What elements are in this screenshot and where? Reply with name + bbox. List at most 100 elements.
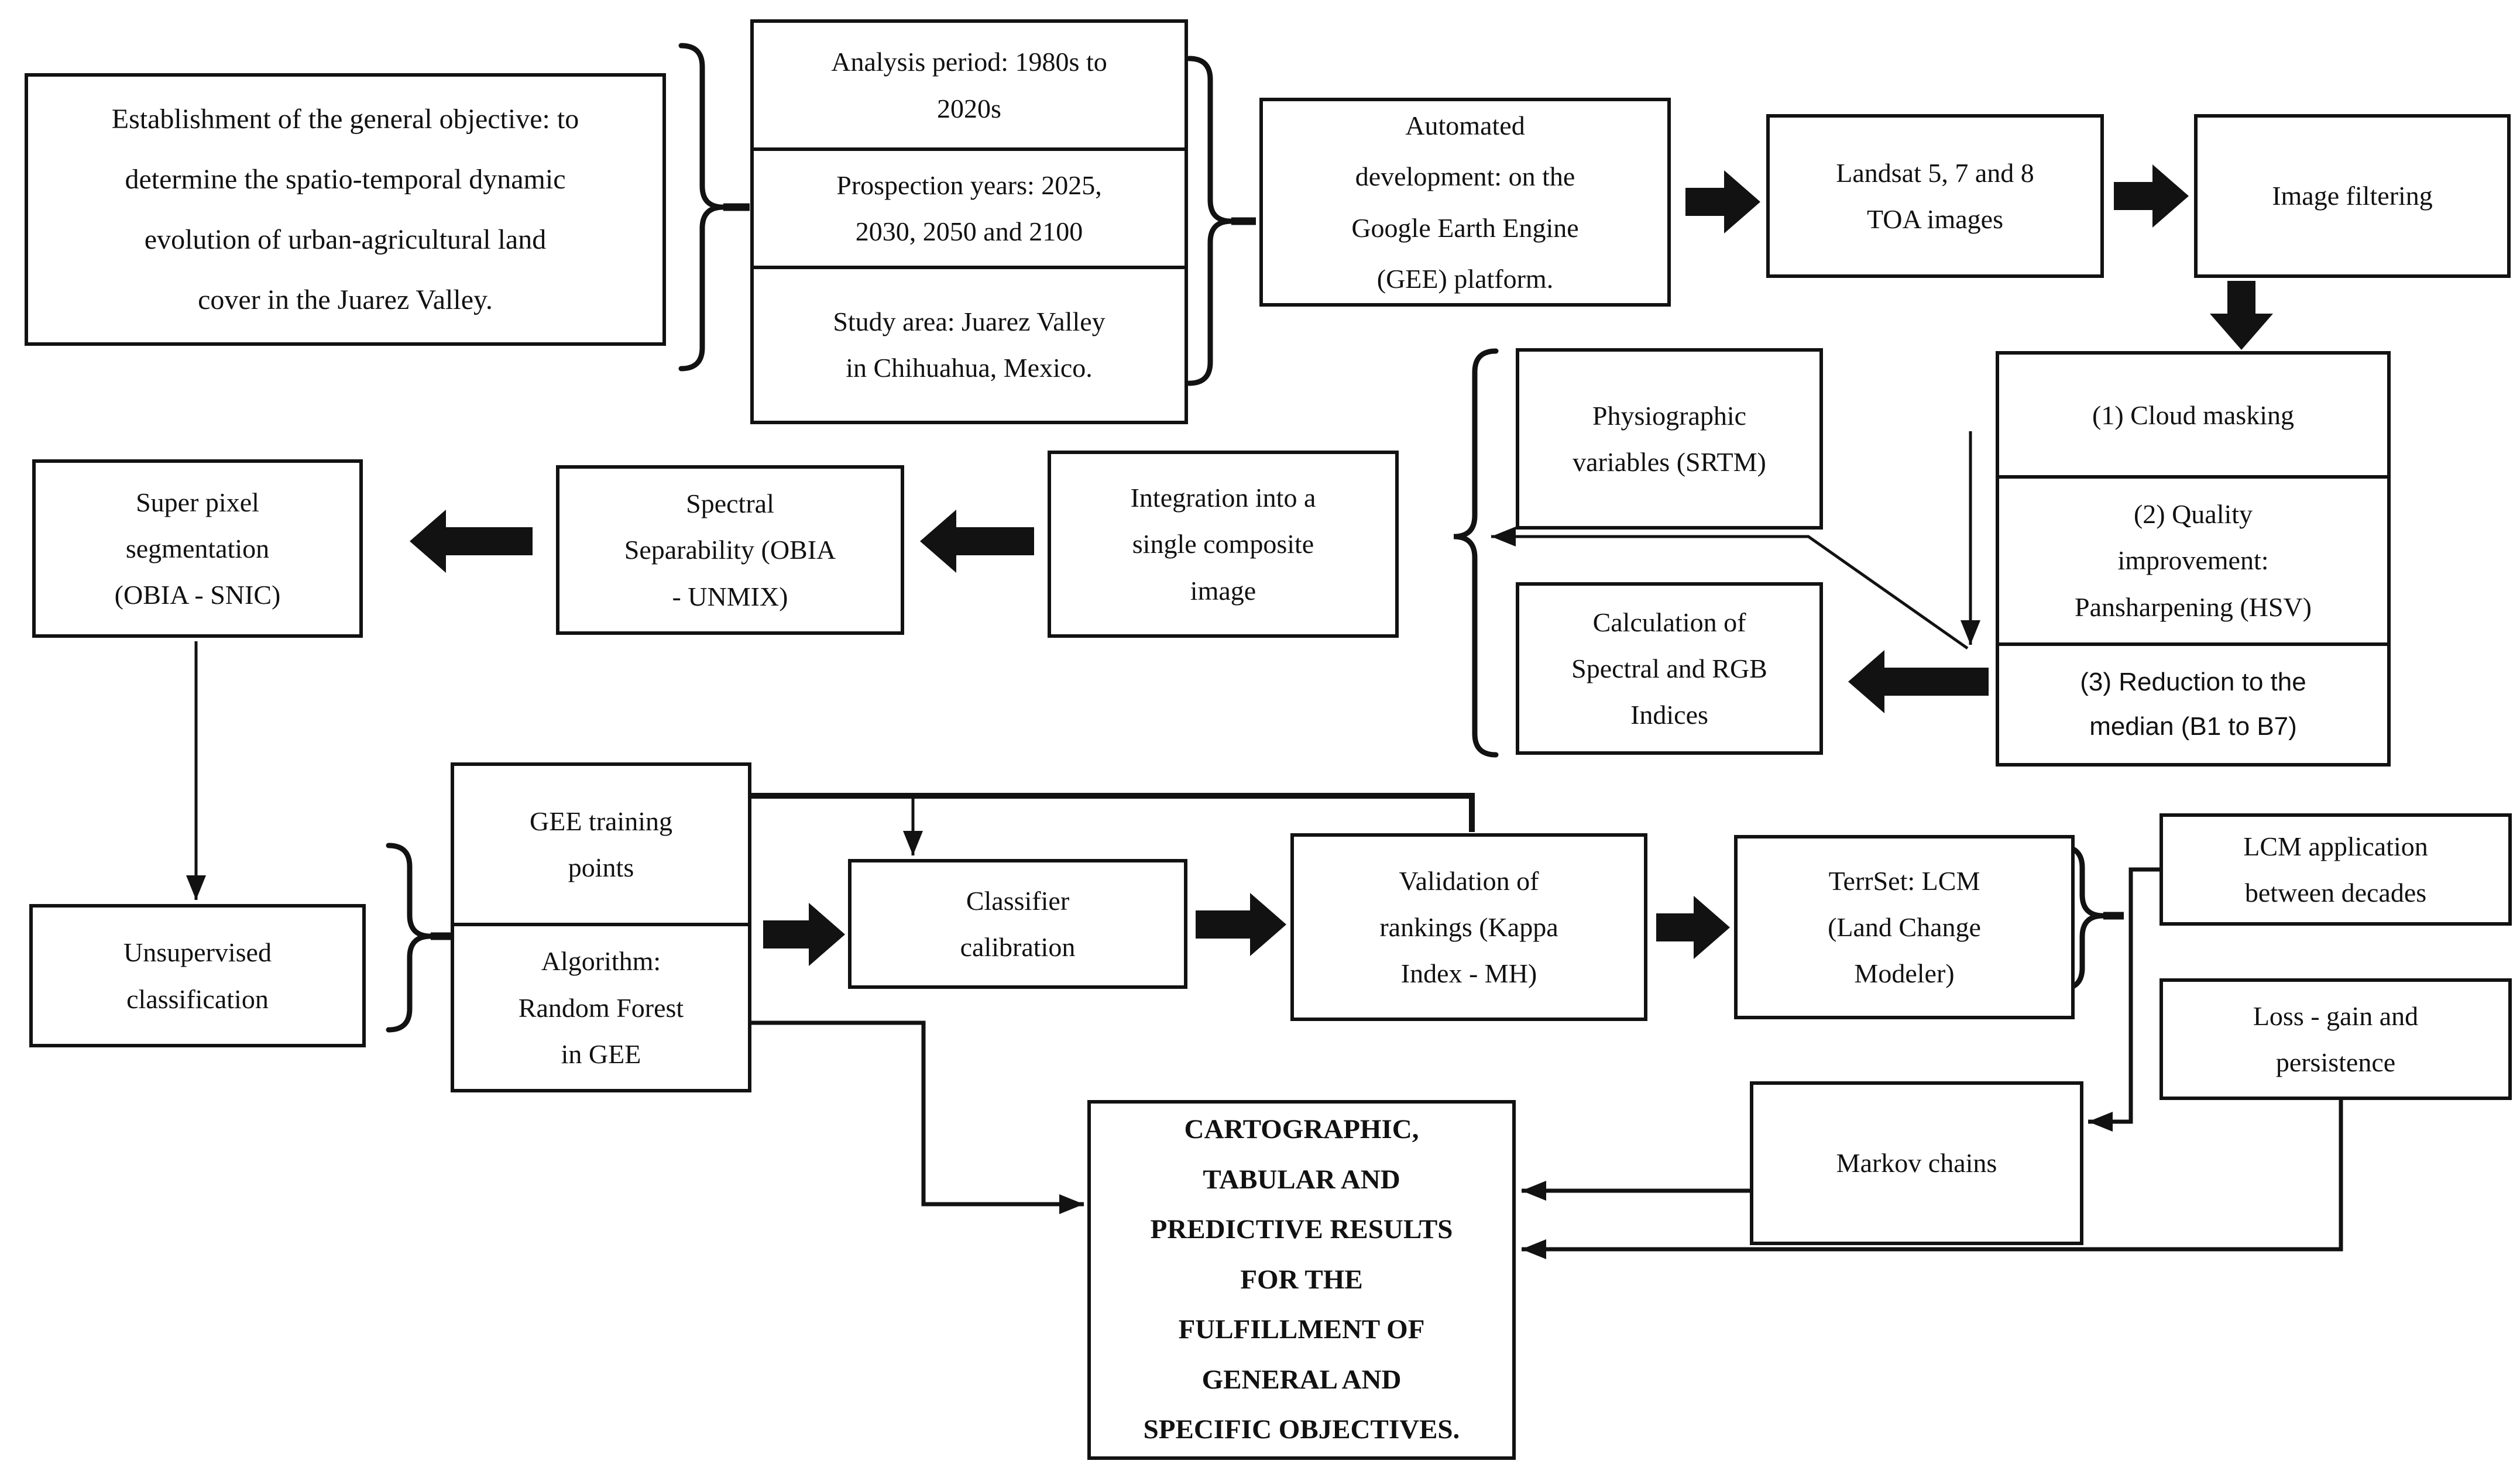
text-line: 2030, 2050 and 2100 <box>855 216 1083 246</box>
text-line: 2020s <box>937 93 1001 123</box>
preprocessing-stack-cell-1: (1) Cloud masking <box>1999 355 2387 475</box>
text-line: points <box>568 853 634 883</box>
arrow-spectral-to-superpixel <box>410 510 533 573</box>
arrow-validation-to-terrset <box>1656 896 1730 959</box>
text-line: rankings (Kappa <box>1379 912 1558 942</box>
arrow-training-to-calibration <box>763 903 845 966</box>
text-line: FOR THE <box>1240 1264 1363 1295</box>
loss-gain-box: Loss - gain and persistence <box>2159 978 2512 1100</box>
text-line: CARTOGRAPHIC, <box>1184 1114 1419 1145</box>
line-training-top-feed <box>751 793 1475 832</box>
text-line: Index - MH) <box>1400 958 1537 989</box>
line-preprocessing-down-feed-head <box>1961 620 1980 645</box>
brace-parameters-to-automated <box>1186 56 1232 386</box>
text-line: Spectral <box>686 489 774 519</box>
text-line: GEE training <box>530 806 672 836</box>
text-line: Markov chains <box>1836 1148 1997 1178</box>
line-algorithm-to-results <box>751 1020 1084 1207</box>
text-line: in GEE <box>561 1039 641 1069</box>
preprocessing-stack: (1) Cloud masking (2) Quality improvement:… <box>1996 351 2391 767</box>
text-line: - UNMIX) <box>672 581 788 611</box>
text-line: single composite <box>1132 529 1314 559</box>
objective-box: Establishment of the general objective: … <box>25 73 666 346</box>
text-line: (Land Change <box>1828 912 1981 942</box>
arrow-calibration-to-validation <box>1196 893 1286 956</box>
text-line: FULFILLMENT OF <box>1178 1314 1425 1345</box>
text-line: Indices <box>1630 700 1708 730</box>
text-line: evolution of urban-agricultural land <box>144 224 547 255</box>
image-filtering-box: Image filtering <box>2194 114 2511 278</box>
text-line: Landsat 5, 7 and 8 <box>1836 157 2034 188</box>
text-line: Spectral and RGB <box>1571 653 1767 683</box>
landsat-box: Landsat 5, 7 and 8 TOA images <box>1766 114 2104 278</box>
text-line: Integration into a <box>1130 483 1316 513</box>
text-line: (OBIA - SNIC) <box>114 580 281 610</box>
text-line: development: on the <box>1355 161 1575 192</box>
arrow-filtering-down <box>2210 281 2273 350</box>
text-line: TOA images <box>1867 204 2003 234</box>
text-line: Separability (OBIA <box>624 535 836 565</box>
preprocessing-stack-cell-3: (3) Reduction to the median (B1 to B7) <box>1999 642 2387 764</box>
line-terrset-fan-to-markov <box>2088 867 2159 1124</box>
text-line: Prospection years: 2025, <box>836 170 1102 200</box>
superpixel-box: Super pixel segmentation (OBIA - SNIC) <box>32 459 363 638</box>
text-line: (1) Cloud masking <box>2092 400 2294 430</box>
text-line: Image filtering <box>2272 181 2433 211</box>
text-line: Calculation of <box>1592 607 1746 637</box>
text-line: Unsupervised <box>123 937 272 968</box>
line-markov-to-results-head <box>1522 1181 1546 1201</box>
text-line: TerrSet: LCM <box>1828 865 1980 896</box>
arrow-automated-to-landsat <box>1685 170 1760 233</box>
brace-unsupervised-to-training <box>386 843 431 1033</box>
study-parameters-stack-cell-2: Prospection years: 2025, 2030, 2050 and 2… <box>754 147 1185 265</box>
line-terrset-fan-to-markov-head <box>2088 1112 2113 1132</box>
training-stack-cell-1: GEE training points <box>454 766 748 923</box>
text-line: median (B1 to B7) <box>2089 712 2297 741</box>
text-line: Automated <box>1405 110 1525 140</box>
arrow-landsat-to-filtering <box>2114 164 2189 228</box>
text-line: persistence <box>2275 1047 2396 1077</box>
text-line: PREDICTIVE RESULTS <box>1150 1214 1453 1245</box>
text-line: Loss - gain and <box>2253 1001 2419 1031</box>
text-line: Classifier <box>966 885 1070 916</box>
text-line: Pansharpening (HSV) <box>2075 592 2312 622</box>
text-line: Physiographic <box>1592 400 1747 431</box>
text-line: Analysis period: 1980s to <box>831 47 1107 77</box>
study-parameters-stack-cell-1: Analysis period: 1980s to 2020s <box>754 23 1185 147</box>
text-line: cover in the Juarez Valley. <box>198 284 493 316</box>
text-line: SPECIFIC OBJECTIVES. <box>1143 1414 1460 1445</box>
text-line: Super pixel <box>136 487 259 517</box>
text-line: GENERAL AND <box>1201 1364 1402 1395</box>
brace-inputs-to-integration <box>1453 348 1499 758</box>
text-line: (3) Reduction to the <box>2080 668 2306 697</box>
text-line: Study area: Juarez Valley <box>833 307 1105 337</box>
text-line: Algorithm: <box>541 946 661 977</box>
line-algorithm-to-results-head <box>1059 1194 1084 1214</box>
text-line: Validation of <box>1399 865 1539 896</box>
text-line: segmentation <box>125 533 270 563</box>
text-line: Google Earth Engine <box>1351 212 1579 243</box>
text-line: (2) Quality <box>2133 499 2253 530</box>
line-superpixel-to-unsupervised-head <box>186 875 206 900</box>
arrow-integration-to-spectral <box>920 510 1034 573</box>
line-training-branch-to-calibration-head <box>903 831 923 855</box>
markov-box: Markov chains <box>1750 1081 2083 1245</box>
preprocessing-stack-cell-2: (2) Quality improvement: Pansharpening (HS… <box>1999 475 2387 642</box>
text-line: classification <box>126 984 269 1014</box>
text-line: determine the spatio-temporal dynamic <box>125 163 566 195</box>
text-line: improvement: <box>2117 545 2269 576</box>
brace-objective-to-parameters <box>678 43 724 372</box>
text-line: between decades <box>2244 878 2427 908</box>
text-line: Establishment of the general objective: … <box>111 103 579 135</box>
line-feed-to-integration-brace-head <box>1491 527 1516 547</box>
